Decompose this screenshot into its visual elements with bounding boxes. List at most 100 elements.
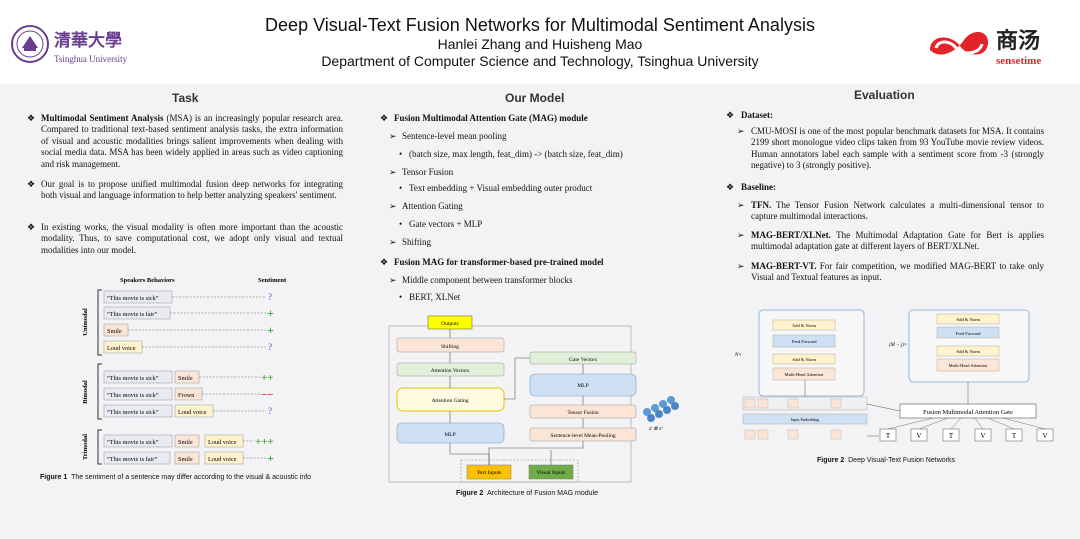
- sentiment-positive: +: [267, 451, 274, 465]
- trimodal-smile: Smile: [178, 439, 193, 446]
- arrow-bullet-icon: ➢: [389, 167, 397, 177]
- sentiment-unknown: ?: [268, 292, 272, 302]
- arrow-bullet-icon: ➢: [737, 230, 745, 240]
- figure-2-caption: Figure 2 Architecture of Fusion MAG modu…: [456, 490, 599, 497]
- bimodal-label: Bimodal: [82, 380, 89, 404]
- model-subitem: BERT, XLNet: [409, 292, 461, 302]
- baseline-mag-bert-xlnet: MAG-BERT/XLNet. The Multimodal Adaptatio…: [751, 230, 1044, 252]
- tensor-fusion-box: Tensor Fusion: [567, 410, 598, 416]
- bimodal-smile: Smile: [178, 375, 193, 382]
- diamond-bullet-icon: ❖: [27, 113, 36, 123]
- sensetime-chinese-name: 商汤: [996, 28, 1040, 53]
- arrow-bullet-icon: ➢: [389, 275, 397, 285]
- trimodal-loud-voice: Loud voice: [208, 439, 237, 446]
- feed-forward-box: Feed Forward: [955, 331, 981, 336]
- diamond-bullet-icon: ❖: [380, 257, 389, 267]
- dot-bullet-icon: •: [399, 149, 403, 159]
- trimodal-label: Trimodal: [82, 434, 89, 460]
- sentiment-double-negative: −−: [261, 389, 274, 401]
- model-subitem: (batch size, max length, feat_dim) -> (b…: [409, 149, 623, 159]
- sensetime-logo: 商汤 sensetime: [922, 20, 1072, 70]
- unimodal-text-fair: “This movie is fair”: [107, 311, 157, 318]
- fusion-attention-gate-box: Fusion Multimodal Attention Gate: [923, 409, 1013, 416]
- tsinghua-chinese-name: 清華大學: [54, 30, 122, 50]
- token-text: T: [1012, 432, 1017, 440]
- add-norm-box: Add & Norm: [956, 349, 980, 354]
- arrow-bullet-icon: ➢: [389, 201, 397, 211]
- attention-vectors-box: Attention Vectors: [431, 368, 470, 374]
- dot-bullet-icon: •: [399, 219, 403, 229]
- attention-gating-box: Attention Gating: [431, 398, 468, 404]
- visual-inputs-box: Visual Inputs: [536, 470, 565, 476]
- dot-bullet-icon: •: [399, 292, 403, 302]
- token-visual: V: [916, 432, 921, 440]
- sentiment-positive: +: [267, 306, 274, 320]
- token-text: T: [886, 432, 891, 440]
- multi-head-attention-box: Multi-Head Attention: [949, 363, 989, 368]
- sentiment-triple-positive: +++: [255, 436, 274, 448]
- baseline-tfn: TFN. The Tensor Fusion Network calculate…: [751, 200, 1044, 222]
- sentiment-unknown: ?: [268, 406, 272, 416]
- model-subitem: Text embedding + Visual embedding outer …: [409, 183, 593, 193]
- baseline-mag-bert-vt: MAG-BERT-VT. For fair competition, we mo…: [751, 261, 1044, 283]
- baseline-label: Baseline:: [741, 182, 776, 192]
- unimodal-smile: Smile: [107, 328, 122, 335]
- header: 清華大學 Tsinghua University Deep Visual-Tex…: [0, 0, 1080, 84]
- model-section-1-title: Fusion Multimodal Attention Gate (MAG) m…: [394, 113, 588, 123]
- arrow-bullet-icon: ➢: [737, 126, 745, 136]
- figure-2b-caption: Figure 2 Deep Visual-Text Fusion Network…: [817, 457, 955, 464]
- token-visual: V: [980, 432, 985, 440]
- outputs-box: Outputs: [441, 321, 458, 327]
- trimodal-loud-voice: Loud voice: [208, 456, 237, 463]
- model-section-2-title: Fusion MAG for transformer-based pre-tra…: [394, 257, 604, 267]
- behaviors-column-label: Speakers Behaviors: [120, 277, 175, 284]
- outer-product-label: zˡ ⊗ zᵛ: [648, 426, 663, 432]
- token-visual: V: [1042, 432, 1047, 440]
- unimodal-label: Unimodal: [82, 308, 89, 336]
- figure-2-mag-architecture: Outputs Shifting Attention Vectors Atten…: [385, 310, 685, 485]
- diamond-bullet-icon: ❖: [27, 179, 36, 189]
- arrow-bullet-icon: ➢: [389, 237, 397, 247]
- model-item: Attention Gating: [402, 201, 463, 211]
- bimodal-text: “This movie is sick”: [107, 392, 159, 399]
- diamond-bullet-icon: ❖: [27, 222, 36, 232]
- multi-head-attention-box: Multi-Head Attention: [785, 372, 825, 377]
- arrow-bullet-icon: ➢: [737, 200, 745, 210]
- add-norm-box: Add & Norm: [792, 357, 816, 362]
- figure-2-deep-fusion-network: N× Add & Norm Feed Forward Add & Norm Mu…: [733, 308, 1063, 448]
- bimodal-frown: Frown: [178, 392, 195, 399]
- task-paragraph-3: In existing works, the visual modality i…: [41, 222, 343, 255]
- sentiment-column-label: Sentiment: [258, 277, 287, 284]
- text-inputs-box: Text Inputs: [477, 470, 502, 476]
- tsinghua-logo: 清華大學 Tsinghua University: [10, 24, 140, 68]
- trimodal-text-fair: “This movie is fair”: [107, 456, 157, 463]
- sentiment-positive: +: [267, 323, 274, 337]
- arrow-bullet-icon: ➢: [389, 131, 397, 141]
- authors: Hanlei Zhang and Huisheng Mao: [437, 36, 643, 52]
- mlp-left-box: MLP: [444, 432, 455, 438]
- mlp-right-box: MLP: [577, 383, 588, 389]
- unimodal-text-sick: “This movie is sick”: [107, 295, 159, 302]
- trimodal-text-sick: “This movie is sick”: [107, 439, 159, 446]
- diamond-bullet-icon: ❖: [726, 182, 735, 192]
- mx-label: (M − j)×: [889, 343, 907, 348]
- mean-pooling-box: Sentence-level Mean-Pooling: [550, 433, 615, 439]
- tsinghua-english-name: Tsinghua University: [54, 54, 128, 64]
- model-subitem: Gate vectors + MLP: [409, 219, 483, 229]
- poster-title: Deep Visual-Text Fusion Networks for Mul…: [265, 15, 815, 35]
- feed-forward-box: Feed Forward: [791, 339, 817, 344]
- department: Department of Computer Science and Techn…: [321, 53, 759, 69]
- outer-product-tensor-icon: [643, 396, 679, 422]
- arrow-bullet-icon: ➢: [737, 261, 745, 271]
- bimodal-text: “This movie is sick”: [107, 375, 159, 382]
- evaluation-heading: Evaluation: [854, 88, 915, 102]
- model-item: Tensor Fusion: [402, 167, 454, 177]
- diamond-bullet-icon: ❖: [726, 110, 735, 120]
- add-norm-box: Add & Norm: [956, 317, 980, 322]
- dot-bullet-icon: •: [399, 183, 403, 193]
- figure-1-caption: Figure 1 The sentiment of a sentence may…: [40, 474, 312, 481]
- nx-label: N×: [734, 353, 742, 358]
- model-item: Sentence-level mean pooling: [402, 131, 507, 141]
- dataset-label: Dataset:: [741, 110, 773, 120]
- gate-vectors-box: Gate Vectors: [569, 357, 597, 363]
